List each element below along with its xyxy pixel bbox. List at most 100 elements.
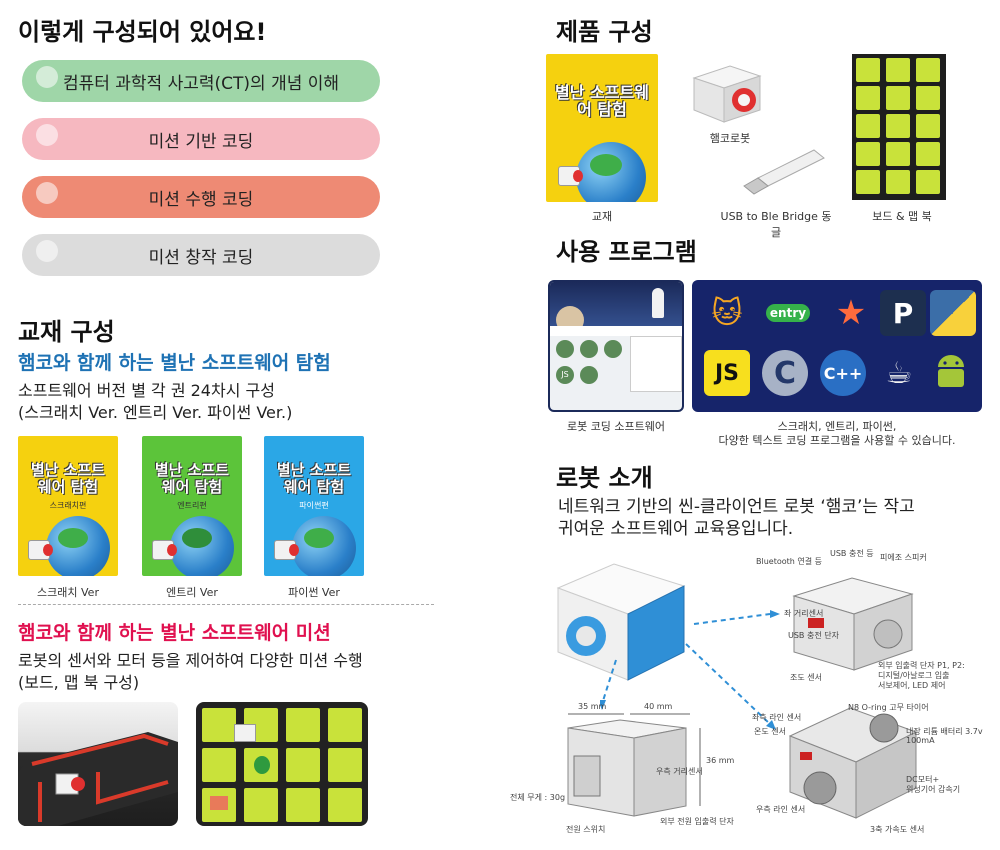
- label-height: 36 mm: [706, 756, 735, 765]
- star-logo-icon: ★: [835, 293, 867, 333]
- series2-title: 햄코와 함께 하는 별난 소프트웨어 미션: [18, 622, 331, 644]
- android-logo-icon: [928, 350, 974, 396]
- land-shape: [182, 528, 212, 548]
- flow-step-mission-based: 미션 기반 코딩: [22, 118, 380, 160]
- flow-step-label: 미션 창작 코딩: [148, 247, 254, 268]
- label-bt: Bluetooth 연결 등: [756, 557, 823, 566]
- robot-diagram-front: [560, 708, 710, 824]
- hamco-robot-image: [552, 560, 692, 684]
- label-piezo: 피에조 스피커: [880, 553, 927, 562]
- label-ext-power: 외부 전원 입출력 단자: [660, 817, 734, 826]
- label-weight: 전체 무게 : 30g: [510, 793, 566, 802]
- product-robot-image: [690, 62, 764, 124]
- product-caption: 교재: [591, 210, 613, 223]
- label-ext-port-3: 서보제어, LED 제어: [878, 681, 946, 690]
- robot-diagram-top: [780, 572, 930, 676]
- land-shape: [304, 528, 334, 548]
- house-icon: [210, 796, 228, 810]
- book-cover-sub: 엔트리편: [177, 501, 207, 510]
- book-cover-sub: 파이썬편: [299, 501, 329, 510]
- label-dc-2: 위성기어 감속기: [906, 785, 961, 794]
- robot-icon: [152, 540, 177, 560]
- book-caption: 스크래치 Ver: [37, 586, 99, 599]
- label-temp: 온도 센서: [754, 727, 786, 736]
- label-usb-port: USB 충전 단자: [788, 631, 839, 640]
- cpp-logo-icon: C++: [820, 350, 866, 396]
- section-heading-programs: 사용 프로그램: [556, 238, 697, 266]
- bullet-icon: [36, 240, 58, 262]
- app-icon: [604, 340, 622, 358]
- bullet-icon: [36, 66, 58, 88]
- series1-desc-versions: (스크래치 Ver. 엔트리 Ver. 파이썬 Ver.): [18, 403, 293, 422]
- track-illustration: [18, 732, 178, 826]
- product-board-image: [852, 54, 946, 200]
- robot-coding-software-screenshot: JS: [548, 280, 684, 412]
- label-accel: 3축 가속도 센서: [870, 825, 925, 834]
- land-shape: [58, 528, 88, 548]
- book-cover-title: 별난 소프트웨어 탐험: [555, 83, 649, 119]
- label-right-dist: 우측 거리센서: [656, 767, 703, 776]
- label-battery: 내장 리튬 배터리 3.7v: [906, 727, 983, 736]
- rocket-icon: [652, 288, 664, 318]
- program-caption-left: 로봇 코딩 소프트웨어: [566, 420, 666, 433]
- label-ext-port: 외부 입출력 단자 P1, P2:: [878, 661, 965, 670]
- flow-step-label: 컴퓨터 과학적 사고력(CT)의 개념 이해: [62, 73, 340, 94]
- book-cover-title: 별난 소프트웨어 탐험: [30, 461, 106, 496]
- section-heading-structure: 이렇게 구성되어 있어요!: [18, 18, 267, 46]
- label-dc: DC모터+: [906, 775, 940, 784]
- label-light: 조도 센서: [790, 673, 822, 682]
- javascript-logo-icon: JS: [704, 350, 750, 396]
- section-divider: [18, 604, 434, 605]
- series2-desc-board: (보드, 맵 북 구성): [18, 673, 140, 692]
- book-caption: 엔트리 Ver: [166, 586, 218, 599]
- section-heading-textbook: 교재 구성: [18, 318, 115, 346]
- series1-desc: 소프트웨어 버전 별 각 권 24차시 구성: [18, 381, 275, 400]
- flow-step-mission-create: 미션 창작 코딩: [22, 234, 380, 276]
- series1-title: 햄코와 함께 하는 별난 소프트웨어 탐험: [18, 352, 331, 374]
- book-cover-python: 별난 소프트웨어 탐험 파이썬편: [264, 436, 364, 576]
- app-icon: [580, 340, 598, 358]
- flow-step-ct: 컴퓨터 과학적 사고력(CT)의 개념 이해: [22, 60, 380, 102]
- app-icon: [556, 340, 574, 358]
- car-app-icon: [580, 366, 598, 384]
- robot-icon: [558, 166, 583, 186]
- land-shape: [590, 154, 622, 176]
- book-cover-title: 별난 소프트웨어 탐험: [276, 461, 352, 496]
- label-width-2: 40 mm: [644, 702, 673, 711]
- label-ext-port-2: 디지털/아날로그 입출: [878, 671, 950, 680]
- robot-icon: [274, 540, 299, 560]
- product-caption: USB to Ble Bridge 동글: [720, 210, 832, 239]
- series2-desc: 로봇의 센서와 모터 등을 제어하여 다양한 미션 수행: [18, 651, 363, 670]
- label-right-line: 우측 라인 센서: [756, 805, 806, 814]
- section-heading-robot: 로봇 소개: [556, 464, 653, 492]
- product-caption: 햄코로봇: [709, 132, 751, 145]
- label-oring: N8 O-ring 고무 타이어: [848, 703, 929, 712]
- robot-icon: [234, 724, 256, 742]
- program-caption-right-1: 스크래치, 엔트리, 파이썬,: [777, 420, 897, 433]
- map-board-photo: [196, 702, 368, 826]
- bullet-icon: [36, 124, 58, 146]
- cloud-strip: [550, 326, 682, 336]
- book-cover-title: 별난 소프트웨어 탐험: [154, 461, 230, 496]
- label-left-line: 좌측 라인 센서: [752, 713, 802, 722]
- product-textbook-image: 별난 소프트웨어 탐험: [546, 54, 658, 202]
- programming-languages-panel: 🐱 entry ★ P JS C C++ ☕: [692, 280, 982, 412]
- mission-track-photo: [18, 702, 178, 826]
- tree-icon: [254, 756, 270, 774]
- diagram-arrows: [600, 610, 780, 730]
- program-caption-right-2: 다양한 텍스트 코딩 프로그램을 사용할 수 있습니다.: [718, 434, 956, 447]
- scratch-logo-icon: 🐱: [711, 295, 743, 331]
- label-battery-2: 100mA: [906, 736, 935, 745]
- device-list-panel: [630, 336, 682, 392]
- label-usb-led: USB 충전 등: [830, 549, 874, 558]
- section-heading-product: 제품 구성: [556, 18, 653, 46]
- robot-diagram-bottom: [780, 702, 930, 824]
- robot-icon: [28, 540, 53, 560]
- entry-logo-icon: entry: [756, 290, 820, 336]
- label-power: 전원 스위치: [566, 825, 606, 834]
- product-dongle-image: [740, 142, 826, 198]
- product-caption: 보드 & 맵 북: [872, 210, 932, 223]
- label-left-dist: 좌 거리센서: [784, 609, 824, 618]
- book-cover-scratch: 별난 소프트웨어 탐험 스크래치편: [18, 436, 118, 576]
- label-width-1: 35 mm: [578, 702, 607, 711]
